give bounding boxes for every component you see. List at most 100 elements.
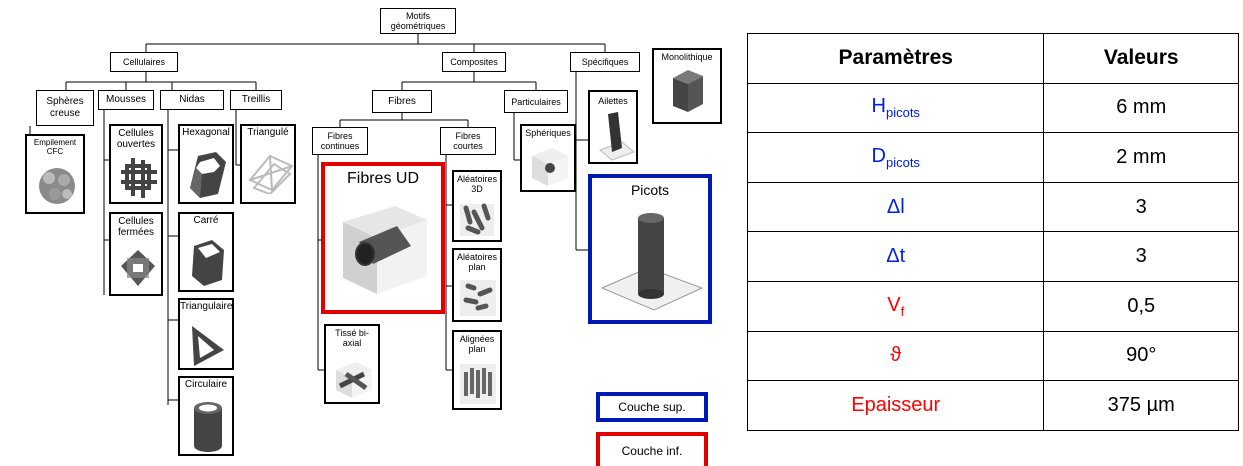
param-symbol: D: [871, 144, 886, 167]
node-aleatoires-plan: Aléatoires plan: [452, 248, 502, 322]
node-label: axial: [342, 338, 362, 348]
aligned-fibers-icon: [460, 364, 496, 404]
tree-connectors: [29, 33, 606, 405]
param-name-cell: ϑ: [746, 330, 1045, 382]
open-cell-icon: [121, 158, 157, 198]
table-header-row: Paramètres Valeurs: [746, 33, 1239, 84]
node-label: Fibres: [327, 131, 353, 141]
node-label: Mousses: [105, 94, 146, 105]
node-label: Cellules: [118, 128, 154, 139]
node-hexagonal: Hexagonal: [178, 124, 234, 204]
header-valeurs: Valeurs: [1043, 33, 1239, 84]
param-symbol: Epaisseur: [851, 393, 941, 416]
node-tisse-bi-axial: Tissé bi- axial: [324, 324, 380, 404]
node-composites: Composites: [442, 52, 506, 72]
ud-fiber-cube-icon: [343, 206, 427, 294]
node-carre: Carré: [178, 212, 234, 292]
node-label: Tissé bi-: [335, 328, 369, 338]
truss-icon: [248, 154, 294, 194]
node-label: Fibres: [455, 131, 481, 141]
cube-icon: [673, 70, 703, 112]
hexagon-icon: [190, 152, 226, 198]
random-plane-fibers-icon: [460, 280, 496, 316]
node-label: Picots: [630, 182, 670, 198]
node-label: Cellulaires: [122, 57, 166, 67]
node-label: Sphères: [46, 96, 84, 107]
random-3d-fibers-icon: [460, 203, 494, 236]
fin-icon: [599, 112, 635, 161]
node-label: Fibres UD: [346, 170, 419, 187]
node-label: Aléatoires: [456, 174, 498, 184]
node-fibres-ud: Fibres UD: [321, 162, 445, 314]
param-subscript: f: [900, 303, 905, 319]
node-label: Empilement: [33, 138, 77, 147]
node-monolithique: Monolithique: [652, 48, 722, 124]
param-value-cell: 3: [1043, 181, 1239, 233]
param-name-cell: Hpicots: [746, 82, 1045, 134]
legend-label: Couche inf.: [621, 444, 683, 458]
node-label: Alignées: [459, 334, 495, 344]
node-spheres-creuse: Sphères creuse: [36, 90, 94, 126]
node-cellules-ouvertes: Cellules ouvertes: [109, 124, 163, 204]
closed-cell-icon: [121, 250, 155, 286]
sphere-in-cube-icon: [532, 148, 568, 186]
node-motifs-geometriques: Motifs géométriques: [380, 8, 456, 34]
node-nidas: Nidas: [160, 90, 224, 110]
node-ailettes: Ailettes: [588, 90, 638, 164]
node-label: Cellules: [118, 216, 154, 227]
node-label: CFC: [46, 147, 64, 156]
param-name-cell: Dpicots: [746, 132, 1045, 183]
node-label: Monolithique: [661, 52, 713, 62]
param-name-cell: Epaisseur: [746, 380, 1045, 431]
param-symbol: Δl: [886, 195, 905, 218]
node-picots: Picots: [588, 174, 712, 324]
table-row: Δl 3: [746, 181, 1239, 233]
node-label: Triangulaire: [180, 301, 233, 312]
header-parametres: Paramètres: [746, 33, 1045, 84]
node-circulaire: Circulaire: [178, 376, 234, 456]
node-label: courtes: [453, 141, 483, 151]
node-label: fermées: [117, 227, 155, 238]
node-label: Spécifiques: [581, 57, 629, 67]
node-label: ouvertes: [116, 139, 156, 150]
node-particulaires: Particulaires: [504, 90, 568, 113]
sphere-stack-icon: [39, 168, 75, 204]
legend-couche-inf: Couche inf.: [596, 432, 708, 466]
node-empilement-cfc: Empilement CFC: [25, 134, 85, 214]
param-subscript: picots: [885, 154, 920, 170]
legend-label: Couche sup.: [618, 400, 686, 414]
param-name-cell: Δl: [746, 181, 1045, 233]
param-value-cell: 375 µm: [1043, 380, 1239, 431]
node-label: Ailettes: [598, 96, 628, 106]
node-label: géométriques: [390, 21, 446, 31]
tube-icon: [194, 402, 222, 452]
param-symbol: ϑ: [890, 344, 902, 367]
node-label: Triangulé: [247, 127, 289, 138]
node-triangule: Triangulé: [240, 124, 296, 204]
pin-icon: [600, 213, 704, 311]
node-label: Motifs: [405, 11, 430, 21]
table-row: Epaisseur 375 µm: [746, 380, 1239, 431]
node-label: Treillis: [241, 94, 271, 105]
node-aleatoires-3d: Aléatoires 3D: [452, 170, 502, 242]
node-label: Sphériques: [525, 128, 571, 138]
node-fibres: Fibres: [372, 90, 432, 113]
param-value-cell: 6 mm: [1043, 82, 1239, 134]
node-label: Carré: [193, 215, 219, 226]
node-label: creuse: [49, 108, 80, 119]
node-label: plan: [468, 262, 486, 272]
node-label: Circulaire: [184, 379, 228, 390]
node-label: Hexagonal: [182, 127, 230, 138]
param-value-cell: 3: [1043, 231, 1239, 282]
node-label: Fibres: [388, 95, 416, 107]
param-symbol: H: [871, 95, 886, 118]
node-label: 3D: [471, 184, 483, 194]
legend-couche-sup: Couche sup.: [596, 392, 708, 422]
node-label: Nidas: [179, 94, 205, 105]
node-label: Aléatoires: [456, 252, 498, 262]
